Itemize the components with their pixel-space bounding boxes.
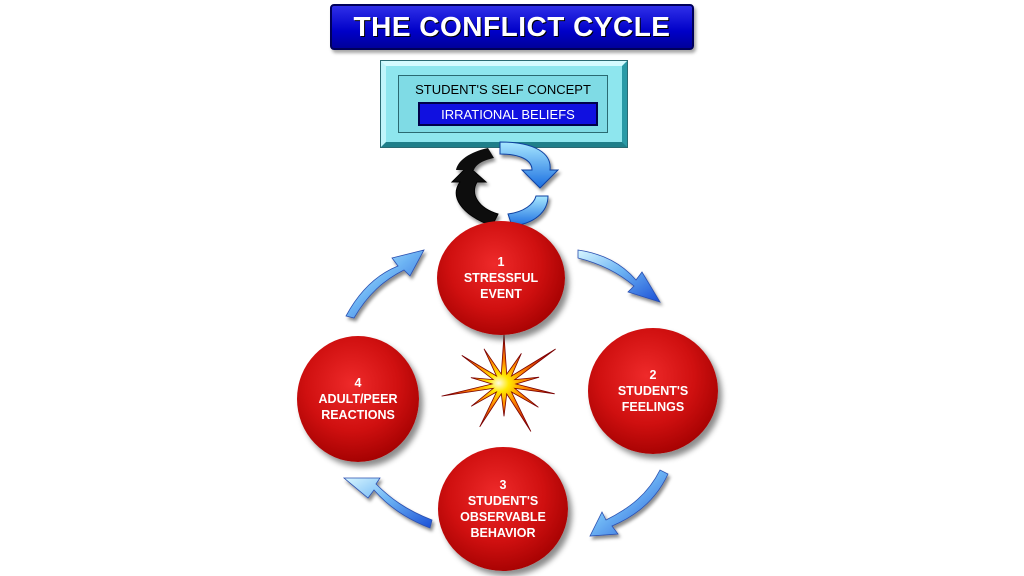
- title-text: THE CONFLICT CYCLE: [353, 11, 671, 42]
- self-concept-label: STUDENT'S SELF CONCEPT: [415, 82, 591, 97]
- node-label-line: OBSERVABLE: [460, 510, 546, 524]
- curved-arrow-icon: [589, 469, 669, 537]
- node-adult-peer-reactions: 4 ADULT/PEER REACTIONS: [297, 336, 419, 462]
- node-number: 2: [649, 368, 657, 382]
- self-concept-inner: STUDENT'S SELF CONCEPT IRRATIONAL BELIEF…: [398, 75, 608, 133]
- curved-arrow-icon: [342, 477, 433, 529]
- node-label-line: STUDENT'S: [617, 384, 689, 398]
- node-number: 1: [497, 255, 505, 269]
- node-number: 4: [354, 376, 362, 390]
- cycle-arrows-icon: [450, 141, 560, 227]
- node-label-line: EVENT: [480, 287, 522, 301]
- curved-arrow-icon: [345, 249, 425, 319]
- irrational-beliefs-label: IRRATIONAL BELIEFS: [441, 106, 575, 122]
- node-number: 3: [499, 478, 507, 492]
- node-stressful-event: 1 STRESSFUL EVENT: [437, 221, 565, 335]
- node-label-line: STUDENT'S: [467, 494, 539, 508]
- node-label-line: BEHAVIOR: [470, 526, 536, 540]
- curved-arrow-icon: [577, 249, 661, 303]
- node-label-line: ADULT/PEER: [318, 392, 398, 406]
- irrational-beliefs-box: IRRATIONAL BELIEFS: [418, 102, 598, 126]
- node-label-line: STRESSFUL: [463, 271, 539, 285]
- node-label-line: REACTIONS: [321, 408, 395, 422]
- node-label-line: FEELINGS: [621, 400, 685, 414]
- node-observable-behavior: 3 STUDENT'S OBSERVABLE BEHAVIOR: [438, 447, 568, 571]
- starburst-icon: [441, 334, 556, 432]
- page-title: THE CONFLICT CYCLE: [330, 4, 694, 50]
- node-students-feelings: 2 STUDENT'S FEELINGS: [588, 328, 718, 454]
